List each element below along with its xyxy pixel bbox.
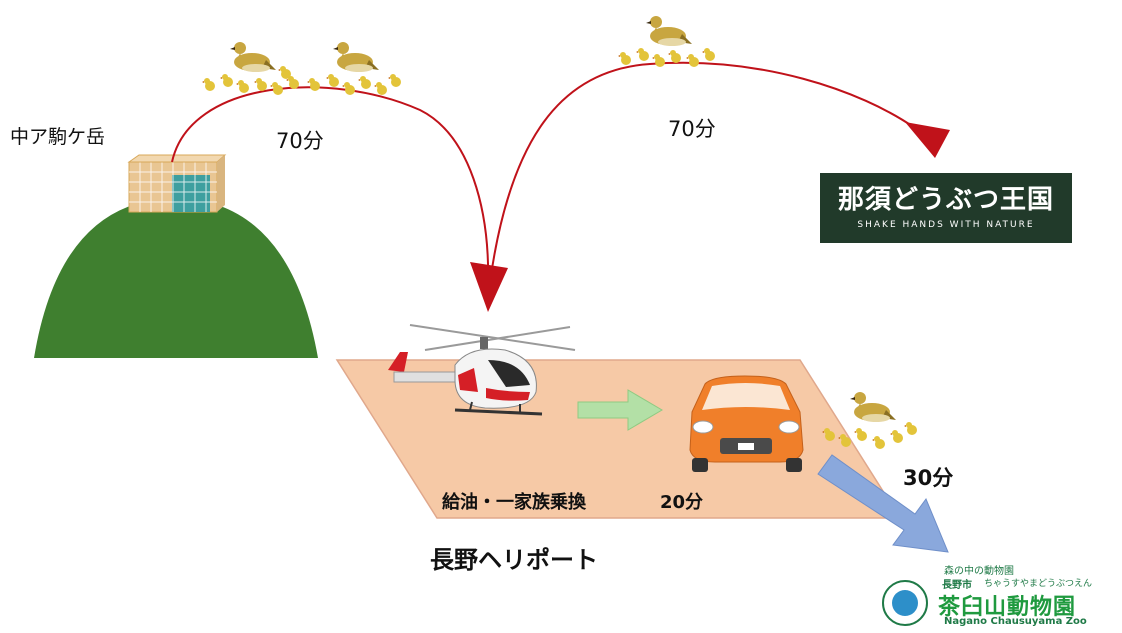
flight-time-label-nasu: 70分: [668, 117, 716, 141]
refuel-label: 給油・一家族乗換: [442, 492, 586, 513]
nasu-logo-title: 那須どうぶつ王国: [837, 185, 1054, 215]
drive-arrow: [817, 454, 949, 553]
zoo-english-name: Nagano Chausuyama Zoo: [944, 616, 1087, 627]
mountain-icon: [34, 198, 318, 358]
zoo-city-kana: ちゃうすやまどうぶつえん: [984, 579, 1093, 589]
transfer-arrow: [577, 389, 663, 431]
refuel-time-label: 20分: [660, 492, 704, 513]
nasu-kingdom-logo: 那須どうぶつ王国 SHAKE HANDS WITH NATURE: [820, 173, 1072, 243]
flight-arrow-to-heliport: [171, 86, 508, 312]
flight-time-label: 70分: [276, 129, 324, 153]
zoo-city: 長野市: [942, 580, 972, 591]
car-icon: [689, 375, 804, 472]
ptarmigan-icon: [202, 42, 299, 95]
zoo-name: 茶臼山動物園: [938, 595, 1077, 620]
helicopter-icon: [388, 324, 576, 416]
heliport-pad: [335, 359, 902, 519]
ptarmigan-icon: [618, 16, 715, 67]
cage-icon: [127, 154, 227, 213]
heliport-label: 長野ヘリポート: [430, 546, 598, 574]
drive-time-label: 30分: [903, 466, 954, 490]
zoo-emblem-inner: [892, 590, 918, 616]
nasu-logo-subtitle: SHAKE HANDS WITH NATURE: [857, 220, 1035, 230]
chausuyama-zoo-logo: 森の中の動物園 長野市 ちゃうすやまどうぶつえん 茶臼山動物園 Nagano C…: [882, 562, 1100, 630]
mountain-label: 中ア駒ケ岳: [10, 126, 106, 148]
zoo-emblem-icon: [882, 580, 928, 626]
zoo-tagline: 森の中の動物園: [944, 566, 1014, 577]
flight-arrow-to-nasu: [489, 61, 950, 283]
